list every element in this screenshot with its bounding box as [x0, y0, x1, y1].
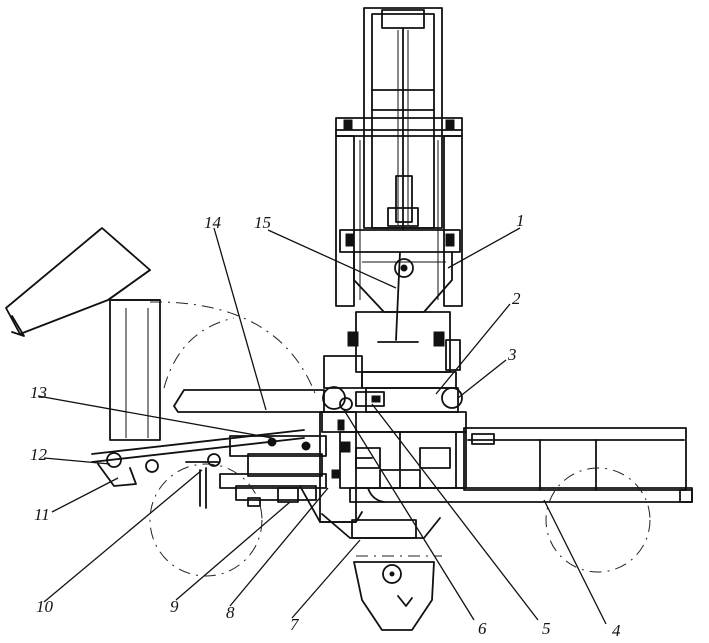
feed-arm [91, 429, 327, 509]
callout-13: 13 [30, 383, 47, 402]
callout-5: 5 [542, 619, 551, 638]
tool-head [321, 513, 441, 631]
callout-1: 1 [516, 211, 525, 230]
callout-10: 10 [36, 597, 54, 616]
callout-14: 14 [204, 213, 222, 232]
callout-4: 4 [612, 621, 621, 640]
press-carriage [322, 339, 463, 413]
leader-lines [37, 227, 607, 625]
callout-8: 8 [226, 603, 235, 622]
callout-6: 6 [478, 619, 487, 638]
callout-2: 2 [512, 289, 521, 308]
loading-bucket [5, 227, 161, 441]
gearbox-column [299, 411, 381, 523]
callout-9: 9 [170, 597, 179, 616]
phantom-lines [149, 301, 651, 577]
mast-assembly [335, 7, 463, 307]
main-frame [173, 389, 693, 503]
callout-3: 3 [507, 345, 517, 364]
callout-15: 15 [254, 213, 271, 232]
callout-12: 12 [30, 445, 48, 464]
hopper-assembly [339, 229, 461, 373]
callout-labels: 1 2 3 4 5 6 7 8 9 10 11 12 13 14 15 [30, 211, 621, 640]
callout-11: 11 [34, 505, 50, 524]
callout-7: 7 [290, 615, 300, 634]
